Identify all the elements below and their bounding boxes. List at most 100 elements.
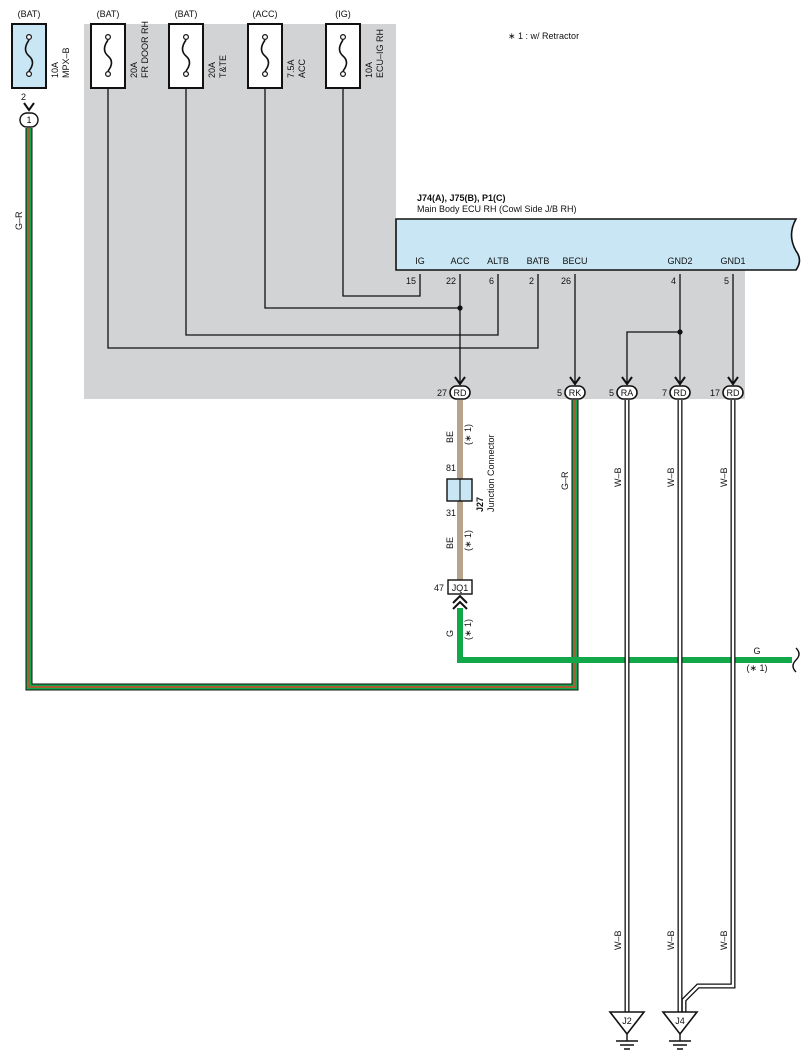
jq1-box	[447, 579, 473, 595]
connector-code: RD	[727, 388, 740, 398]
label-be-upper: BE	[445, 431, 455, 443]
fuse-terminal-top	[26, 33, 33, 40]
fuse-name-label: ECU–IG RH	[375, 29, 385, 78]
mpx-connector-label: 1	[26, 115, 31, 125]
mpx-connector	[19, 112, 39, 128]
ecu-terminal-pin: 15	[406, 276, 416, 286]
connector-arrow-icon	[569, 376, 581, 386]
ecu-terminal-label: GND1	[720, 256, 745, 266]
fuse-source-label: (BAT)	[175, 9, 198, 19]
fuse-amp-label: 20A	[129, 62, 139, 78]
label-g-main-mark: (∗ 1)	[746, 663, 767, 673]
fuse-amp-label: 20A	[207, 62, 217, 78]
ecu-terminal-pin: 5	[724, 276, 729, 286]
label-be-lower: BE	[445, 537, 455, 549]
ground-symbol-icon	[616, 1034, 638, 1050]
connector-body	[616, 385, 638, 400]
label-be-lower-mark: (∗ 1)	[463, 530, 473, 551]
fuse-source-label: (IG)	[335, 9, 351, 19]
splice-dot-gnd	[677, 329, 683, 335]
harness-connector: RK5	[557, 376, 586, 400]
connector-pin: 17	[710, 388, 720, 398]
fuse-element-icon	[24, 39, 34, 72]
fuse-name-label: FR DOOR RH	[140, 21, 150, 78]
ecu-terminal-pin: 22	[446, 276, 456, 286]
fuse-amp-label: 10A	[50, 62, 60, 78]
ground-j2: J2	[608, 1011, 646, 1050]
wire-w-b-gnd	[624, 400, 736, 1012]
fuse-amp-label: 10A	[364, 62, 374, 78]
connector-body	[669, 385, 691, 400]
ecu-terminal-pin: 2	[529, 276, 534, 286]
label-be-upper-mark: (∗ 1)	[463, 424, 473, 445]
ground-code: J2	[622, 1016, 632, 1026]
jq1-arrow	[452, 594, 468, 610]
connector-code: RA	[621, 388, 634, 398]
ground-group: J2 J4	[608, 1011, 699, 1050]
wire-fr-door-to-batb	[107, 88, 539, 349]
harness-connector: RD 17	[710, 376, 744, 400]
mpx-arrow	[23, 102, 35, 112]
ecu-terminal-pin: 4	[671, 276, 676, 286]
ecu-terminal-label: IG	[415, 256, 425, 266]
connector-body	[564, 385, 586, 400]
j27-pin-top: 81	[446, 463, 456, 473]
fuse-name-label: ACC	[297, 58, 307, 78]
fuse-source-label: (BAT)	[97, 9, 120, 19]
splice-dot-acc	[457, 305, 463, 311]
j27-id: J27	[475, 497, 485, 512]
wire-ecuig-to-ig	[342, 88, 421, 297]
fuse-terminal-bottom	[104, 70, 111, 77]
label-g-jq1: G	[445, 630, 455, 637]
connector-body	[722, 385, 744, 400]
fuse-terminal-bottom	[262, 70, 269, 77]
ecu-terminal-label: ACC	[450, 256, 470, 266]
ecu-terminal-label: BECU	[562, 256, 587, 266]
connector-arrow-icon	[454, 376, 466, 386]
fuse-element-icon	[338, 39, 348, 72]
connector-arrow-icon	[727, 376, 739, 386]
connector-pin: 27	[437, 388, 447, 398]
fuse-terminal-top	[340, 33, 347, 40]
ground-symbol-icon	[669, 1034, 691, 1050]
fuse-terminal-bottom	[183, 70, 190, 77]
wire-gnd2-branch	[626, 331, 680, 385]
j27-pin-bottom: 31	[446, 508, 456, 518]
fuse-terminal-bottom	[26, 70, 33, 77]
connector-pin: 7	[662, 388, 667, 398]
wire-g-r-mpx-to-becu	[25, 128, 579, 691]
ecu-terminal-label: GND2	[667, 256, 692, 266]
label-g-r-mpx: G–R	[14, 211, 24, 230]
fuse-terminal-bottom	[340, 70, 347, 77]
harness-connector: RD 7	[662, 376, 691, 400]
connector-arrow-icon	[621, 376, 633, 386]
retractor-note: ∗ 1 : w/ Retractor	[508, 31, 579, 41]
ground-j4: J4	[661, 1011, 699, 1050]
fuse-element-icon	[181, 39, 191, 72]
wire-acc-fuse-to-acc	[264, 88, 461, 309]
label-w-b-c: W–B	[719, 467, 729, 487]
connector-code: RD	[674, 388, 687, 398]
connector-body	[449, 385, 471, 400]
fuse-amp-label: 7.5A	[286, 59, 296, 78]
connector-code: RK	[569, 388, 582, 398]
fuse-terminal-top	[183, 33, 190, 40]
label-g-jq1-mark: (∗ 1)	[463, 619, 473, 640]
connector-arrow-icon	[674, 376, 686, 386]
label-g-r-becu: G–R	[560, 471, 570, 490]
ground-code: J4	[675, 1016, 685, 1026]
fuse-source-label: (BAT)	[18, 9, 41, 19]
fuse-terminal-top	[262, 33, 269, 40]
ground-triangle-icon	[661, 1011, 699, 1036]
jq1-pin: 47	[434, 583, 444, 593]
fuse-terminal-top	[104, 33, 111, 40]
jq1-code: JQ1	[452, 583, 469, 593]
